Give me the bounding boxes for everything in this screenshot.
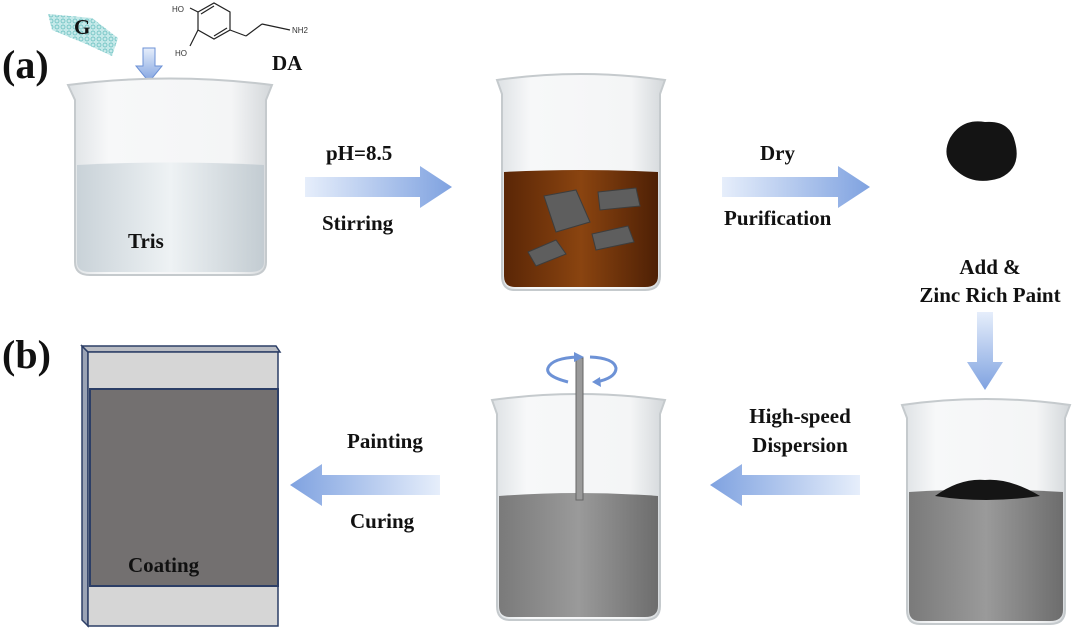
add-arrow-icon [134, 47, 164, 83]
arrow-step1-icon [305, 166, 452, 208]
step3-line1-label: Add & [959, 255, 1020, 279]
pda-graphene-powder-icon [946, 121, 1017, 181]
coated-panel [80, 344, 282, 628]
step1-bottom-label: Stirring [322, 211, 394, 235]
beaker-dispersion [490, 393, 667, 621]
hydroxyl-label-2: HO [175, 49, 187, 58]
hydroxyl-label-1: HO [172, 5, 184, 14]
dopamine-structure-icon [189, 2, 291, 47]
arrow-step3-icon [967, 312, 1003, 390]
amine-label: NH2 [292, 26, 309, 35]
step5-bottom-label: Curing [350, 509, 415, 533]
arrow-step5-icon [290, 464, 440, 506]
beaker-paint-with-powder [900, 398, 1072, 625]
step4-line2-label: Dispersion [752, 433, 848, 457]
dopamine-label: DA [272, 51, 303, 75]
graphene-sheet-icon [48, 14, 118, 56]
panel-label-a: (a) [2, 42, 49, 87]
step3-line2-label: Zinc Rich Paint [919, 283, 1060, 307]
arrow-step2-icon [722, 166, 870, 208]
step1-top-label: pH=8.5 [326, 141, 392, 165]
beaker-tris [66, 77, 274, 276]
stirring-rod-icon [575, 357, 584, 501]
step2-bottom-label: Purification [724, 206, 832, 230]
rotation-arrow-icon [546, 352, 618, 387]
step2-top-label: Dry [760, 141, 795, 165]
panel-label-b: (b) [2, 332, 51, 377]
step5-top-label: Painting [347, 429, 423, 453]
beaker-pda-graphene [495, 73, 667, 291]
step4-line1-label: High-speed [749, 404, 851, 428]
coating-label: Coating [128, 553, 200, 577]
graphene-label: G [74, 15, 90, 39]
tris-label: Tris [128, 229, 164, 253]
arrow-step4-icon [710, 464, 860, 506]
